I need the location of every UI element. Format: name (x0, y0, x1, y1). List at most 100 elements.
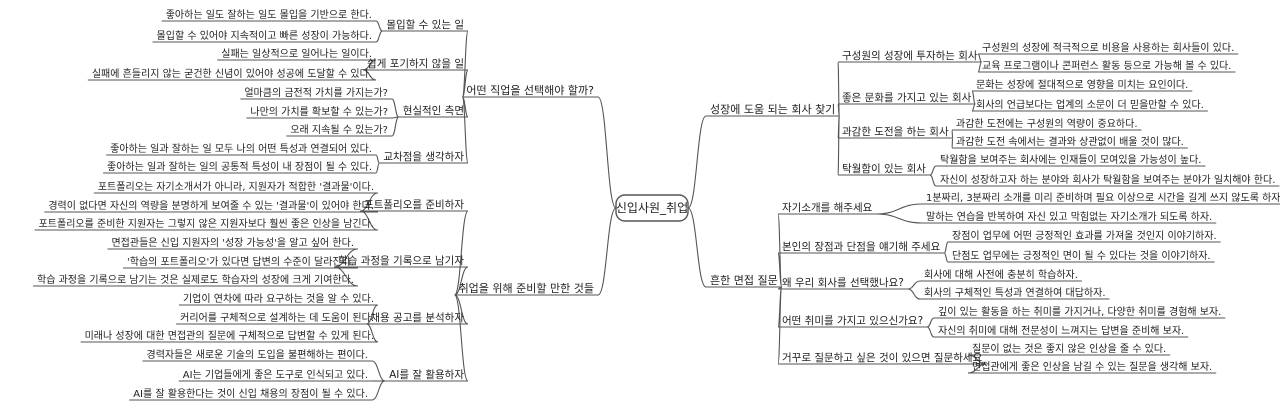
topic-left-1: 취업을 위해 준비할 만한 것들 (459, 281, 594, 295)
leaf-left-0-2-1: 나만의 가치를 확보할 수 있는가? (250, 106, 388, 118)
subtopic-left-0-3: 교차점을 생각하자 (383, 150, 464, 163)
leaf-right-1-0-1: 말하는 연습을 반복하여 자신 있고 막힘없는 자기소개가 되도록 하자. (926, 210, 1212, 223)
edge-left-0-3 (461, 96, 469, 164)
leaf-right-1-3-1: 자신의 취미에 대해 전문성이 느껴지는 답변을 준비해 보자. (938, 324, 1184, 337)
edge-left-0-0-0 (375, 20, 383, 32)
edge-right-0-1-1 (971, 103, 976, 112)
leaf-right-1-4-0: 질문이 없는 것은 좋지 않은 인상을 줄 수 있다. (972, 342, 1166, 355)
leaf-right-1-1-0: 장점이 업무에 어떤 긍정적인 효과를 가져올 것인지 이야기하자. (952, 229, 1217, 242)
edge-right-0-3-1 (929, 174, 937, 187)
edge-left-1-0-2 (359, 210, 379, 231)
leaf-left-1-2-0: 기업이 연차에 따라 요구하는 것을 알 수 있다. (183, 292, 374, 305)
leaf-left-0-0-0: 좋아하는 일도 잘하는 일도 몰입을 기반으로 한다. (166, 8, 372, 21)
subtopic-right-0-3: 탁월함이 있는 회사 (842, 163, 926, 175)
mind-map-edges (33, 20, 1280, 401)
edge-right-1-1 (777, 252, 783, 288)
edge-right-0-2-0 (951, 129, 954, 139)
leaf-right-0-0-1: 교육 프로그램이나 콘퍼런스 활동 등으로 가능해 볼 수 있다. (982, 59, 1231, 72)
edge-root-left-1 (597, 207, 617, 296)
edge-right-0-3-0 (929, 165, 937, 176)
root-node-box (615, 194, 689, 222)
leaf-left-0-3-0: 좋아하는 일과 잘하는 일 모두 나의 어떤 특성과 연결되어 있다. (110, 142, 372, 155)
subtopic-right-1-3: 어떤 취미를 가지고 있으신가요? (782, 315, 923, 327)
edge-right-1-3-0 (926, 317, 935, 328)
leaf-right-0-3-0: 탁월함을 보여주는 회사에는 인재들이 모여있을 가능성이 높다. (940, 154, 1201, 166)
leaf-left-0-2-2: 오래 지속될 수 있는가? (290, 124, 388, 136)
leaf-left-1-2-2: 미래나 성장에 대한 면접관의 질문에 구체적으로 답변할 수 있게 된다. (85, 330, 374, 342)
edge-right-1-1-0 (943, 241, 949, 254)
leaf-left-1-0-1: 경력이 없다면 자신의 역량을 분명하게 보여줄 수 있는 '결과물'이 있어야… (48, 199, 374, 212)
edge-left-0-3-1 (375, 162, 380, 174)
leaf-left-1-0-2: 포트폴리오를 준비한 지원자는 그렇지 않은 지원자보다 훨씬 좋은 인상을 남… (39, 217, 374, 230)
leaf-right-1-2-1: 회사의 구체적인 특성과 연결하여 대답하자. (924, 286, 1106, 299)
leaf-left-1-3-2: AI를 잘 활용한다는 것이 신입 채용의 장점이 될 수 있다. (133, 387, 368, 400)
edge-right-0-1-0 (971, 90, 976, 105)
leaf-right-1-2-0: 회사에 대해 사전에 충분히 학습하자. (924, 268, 1078, 281)
edge-right-1-0-1 (876, 213, 923, 224)
leaf-right-0-0-0: 구성원의 성장에 적극적으로 비용을 사용하는 회사들이 있다. (982, 41, 1234, 54)
subtopic-left-1-3: AI를 잘 활용하자 (389, 368, 464, 381)
edge-left-1-3-0 (371, 360, 386, 382)
root-node-label: 신입사원_취업 (616, 201, 688, 215)
topic-left-0: 어떤 직업을 선택해야 할까? (466, 83, 594, 97)
edge-left-0-2-2 (391, 116, 400, 137)
edge-left-0-2-0 (391, 98, 400, 118)
leaf-right-0-1-1: 회사의 언급보다는 업계의 소문이 더 믿을만할 수 있다. (976, 98, 1204, 111)
leaf-right-0-2-0: 과감한 도전에는 구성원의 역량이 중요하다. (956, 117, 1138, 130)
leaf-right-1-3-0: 깊이 있는 활동을 하는 취미를 가지거나, 다양한 취미를 경험해 보자. (938, 305, 1221, 318)
subtopic-left-1-0: 포트폴리오를 준비하자 (364, 198, 464, 211)
leaf-left-1-1-2: 학습 과정을 기록으로 남기는 것은 실제로도 학습자의 성장에 크게 기여한다… (37, 274, 354, 286)
edge-right-1-4-1 (967, 363, 987, 374)
edge-root-right-1 (687, 207, 707, 288)
leaf-left-1-3-1: AI는 기업들에게 좋은 도구로 인식되고 있다. (183, 368, 368, 381)
edge-left-0-1-1 (362, 69, 377, 81)
leaf-left-1-0-0: 포트폴리오는 자기소개서가 아니라, 지원자가 적합한 '결과물'이다. (98, 181, 374, 193)
leaf-left-0-0-1: 몰입할 수 있어야 지속적이고 빠른 성장이 가능하다. (157, 29, 372, 42)
leaf-left-0-3-1: 좋아하는 일과 잘하는 일의 공통적 특성이 내 장점이 될 수 있다. (107, 160, 372, 173)
leaf-right-0-2-1: 과감한 도전 속에서는 결과와 상관없이 배울 것이 많다. (956, 135, 1184, 148)
edge-left-1-3-2 (371, 380, 386, 401)
leaf-right-1-0-0: 1분짜리, 3분짜리 소개를 미리 준비하며 필요 이상으로 시간을 길게 쓰지… (926, 191, 1280, 204)
edge-left-0-0-1 (375, 30, 383, 43)
topic-right-1: 흔한 면접 질문 (710, 274, 778, 287)
subtopic-right-1-2: 왜 우리 회사를 선택했나요? (782, 277, 904, 289)
leaf-left-1-2-1: 커리어를 구체적으로 설계하는 데 도움이 된다. (180, 311, 374, 324)
subtopic-left-1-1: 학습 과정을 기록으로 남기자 (338, 255, 464, 267)
edge-left-1-3 (454, 294, 469, 382)
edge-right-0-2-1 (951, 137, 954, 149)
edge-left-1-1 (454, 266, 469, 296)
edge-right-1-0-0 (876, 203, 923, 215)
subtopic-right-1-4: 거꾸로 질문하고 싶은 것이 있으면 질문하세요 (782, 351, 983, 364)
edge-right-1-2-1 (907, 288, 921, 300)
leaf-left-1-1-1: '학습의 포트폴리오'가 있다면 답변의 수준이 달라진다. (127, 256, 354, 268)
leaf-right-1-4-1: 면접관에게 좋은 인상을 남길 수 있는 질문을 생각해 보자. (972, 360, 1212, 373)
subtopic-left-0-1: 쉽게 포기하지 않을 일 (367, 57, 464, 70)
edge-right-0-3 (837, 115, 840, 176)
subtopic-left-0-2: 현실적인 측면 (403, 105, 464, 117)
edge-left-1-1-2 (333, 266, 359, 287)
leaf-left-0-2-0: 얼마큼의 금전적 가치를 가지는가? (244, 87, 388, 99)
topic-right-0: 성장에 도움 되는 회사 찾기 (710, 103, 835, 116)
leaf-left-1-1-0: 면접관들은 신입 지원자의 '성장 가능성'을 알고 싶어 한다. (111, 236, 354, 249)
leaf-right-0-1-0: 문화는 성장에 절대적으로 영향을 미치는 요인이다. (976, 78, 1188, 91)
subtopic-right-0-1: 좋은 문화를 가지고 있는 회사 (842, 92, 972, 104)
subtopic-left-1-2: 채용 공고를 분석하자 (370, 311, 464, 324)
edge-right-1-1-1 (943, 252, 949, 263)
leaf-left-0-1-0: 실패는 일상적으로 일어나는 일이다. (221, 48, 372, 60)
leaf-left-1-3-0: 경력자들은 새로운 기술의 도입을 불편해하는 편이다. (147, 348, 368, 361)
leaf-right-1-1-1: 단점도 업무에는 긍정적인 면이 될 수 있다는 것을 이야기하자. (952, 249, 1211, 262)
subtopic-right-1-1: 본인의 장점과 단점을 얘기해 주세요 (782, 240, 941, 253)
edge-root-right-0 (687, 115, 707, 209)
edge-root-left-0 (597, 96, 617, 209)
edge-right-1-4 (777, 286, 783, 365)
subtopic-right-0-0: 구성원의 성장에 투자하는 회사 (842, 49, 978, 62)
edge-left-0-1 (461, 69, 469, 98)
leaf-left-0-1-1: 실패에 흔들리지 않는 굳건한 신념이 있어야 성공에 도달할 수 있다. (92, 67, 372, 80)
subtopic-right-1-0: 자기소개를 해주세요 (782, 201, 873, 214)
subtopic-right-0-2: 과감한 도전을 하는 회사 (842, 125, 949, 138)
edge-left-0-3-0 (375, 154, 380, 164)
edge-left-1-0 (454, 210, 469, 296)
edge-right-1-3-1 (926, 326, 935, 338)
